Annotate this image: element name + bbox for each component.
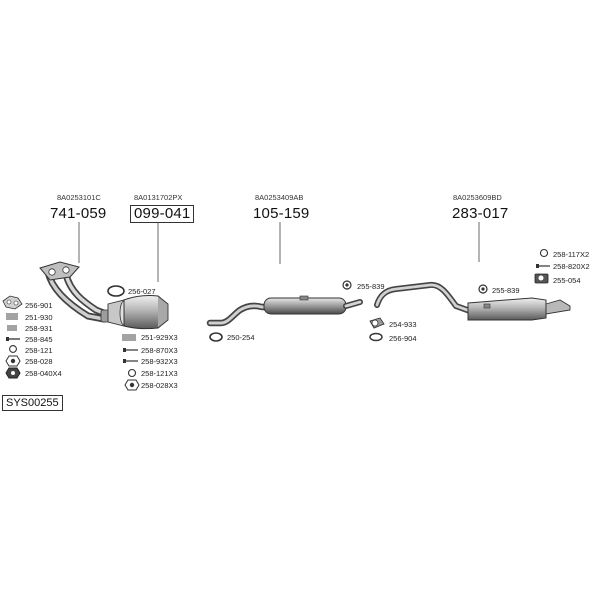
acc-label-251-930[interactable]: 251-930 — [25, 313, 53, 322]
acc-label-258-040x4[interactable]: 258-040X4 — [25, 369, 62, 378]
bolt-icon-258-845 — [6, 337, 20, 341]
acc-label-256-027[interactable]: 256-027 — [128, 287, 156, 296]
catalyst-accessory-icons — [107, 285, 140, 391]
part-number-middle-silencer[interactable]: 105-159 — [253, 205, 310, 222]
acc-label-255-839-mid[interactable]: 255-839 — [357, 282, 385, 291]
nut-icon-258-040x4 — [5, 367, 21, 379]
acc-label-256-901[interactable]: 256-901 — [25, 301, 53, 310]
oem-ref-front-pipe: 8A0253101C — [57, 193, 101, 202]
bracket-icon-255-054 — [534, 273, 549, 284]
acc-label-255-839-rear[interactable]: 255-839 — [492, 286, 520, 295]
washer-icon-258-121x3 — [127, 368, 137, 378]
connecting-pipe — [374, 281, 473, 314]
bolt-icon-258-932x3 — [123, 359, 138, 363]
acc-label-250-254[interactable]: 250-254 — [227, 333, 255, 342]
acc-label-255-054[interactable]: 255-054 — [553, 276, 581, 285]
leader-lines — [78, 222, 480, 282]
oem-ref-catalyst: 8A0131702PX — [134, 193, 183, 202]
acc-label-258-870x3[interactable]: 258-870X3 — [141, 346, 178, 355]
part-number-catalyst[interactable]: 099-041 — [130, 205, 195, 223]
part-number-front-pipe[interactable]: 741-059 — [50, 205, 107, 222]
spring-icon-258-931 — [7, 325, 17, 331]
catalyst-099-041[interactable] — [107, 295, 169, 330]
acc-label-258-121[interactable]: 258-121 — [25, 346, 53, 355]
ring-icon-250-254 — [209, 332, 223, 342]
acc-label-254-933[interactable]: 254-933 — [389, 320, 417, 329]
spring-icon-251-929x3 — [122, 334, 136, 341]
acc-label-258-117x2[interactable]: 258-117X2 — [553, 250, 590, 259]
acc-label-256-904[interactable]: 256-904 — [389, 334, 417, 343]
nut-icon-258-028x3 — [124, 379, 140, 391]
middle-accessory-icons — [209, 280, 385, 342]
acc-label-258-820x2[interactable]: 258-820X2 — [553, 262, 590, 271]
ring-icon-256-027 — [107, 285, 125, 297]
nut-icon-258-028 — [5, 355, 21, 367]
system-code-box: SYS00255 — [2, 395, 63, 411]
acc-label-251-929x3[interactable]: 251-929X3 — [141, 333, 178, 342]
bolt-icon-258-820x2 — [536, 264, 550, 268]
part-number-rear-silencer[interactable]: 283-017 — [452, 205, 509, 222]
rear-accessory-icons — [478, 248, 550, 294]
washer-icon-258-121 — [9, 345, 17, 353]
bolt-icon-258-870x3 — [123, 348, 138, 352]
gasket-icon-256-901 — [2, 295, 23, 310]
left-accessory-icons — [2, 295, 23, 379]
acc-label-258-121x3[interactable]: 258-121X3 — [141, 369, 178, 378]
front-pipe-741-059[interactable] — [39, 261, 116, 323]
acc-label-258-028[interactable]: 258-028 — [25, 357, 53, 366]
washer-icon-258-117x2 — [539, 248, 549, 258]
acc-label-258-845[interactable]: 258-845 — [25, 335, 53, 344]
gasket-icon-256-904 — [369, 332, 383, 342]
rear-silencer-283-017[interactable] — [467, 297, 571, 321]
acc-label-258-932x3[interactable]: 258-932X3 — [141, 357, 178, 366]
oem-ref-middle-silencer: 8A0253409AB — [255, 193, 304, 202]
middle-silencer-105-159[interactable] — [206, 295, 363, 327]
clamp-icon-254-933 — [369, 317, 385, 329]
oem-ref-rear-silencer: 8A0253609BD — [453, 193, 502, 202]
spring-icon-251-930 — [6, 313, 18, 320]
acc-label-258-028x3[interactable]: 258-028X3 — [141, 381, 178, 390]
acc-label-258-931[interactable]: 258-931 — [25, 324, 53, 333]
